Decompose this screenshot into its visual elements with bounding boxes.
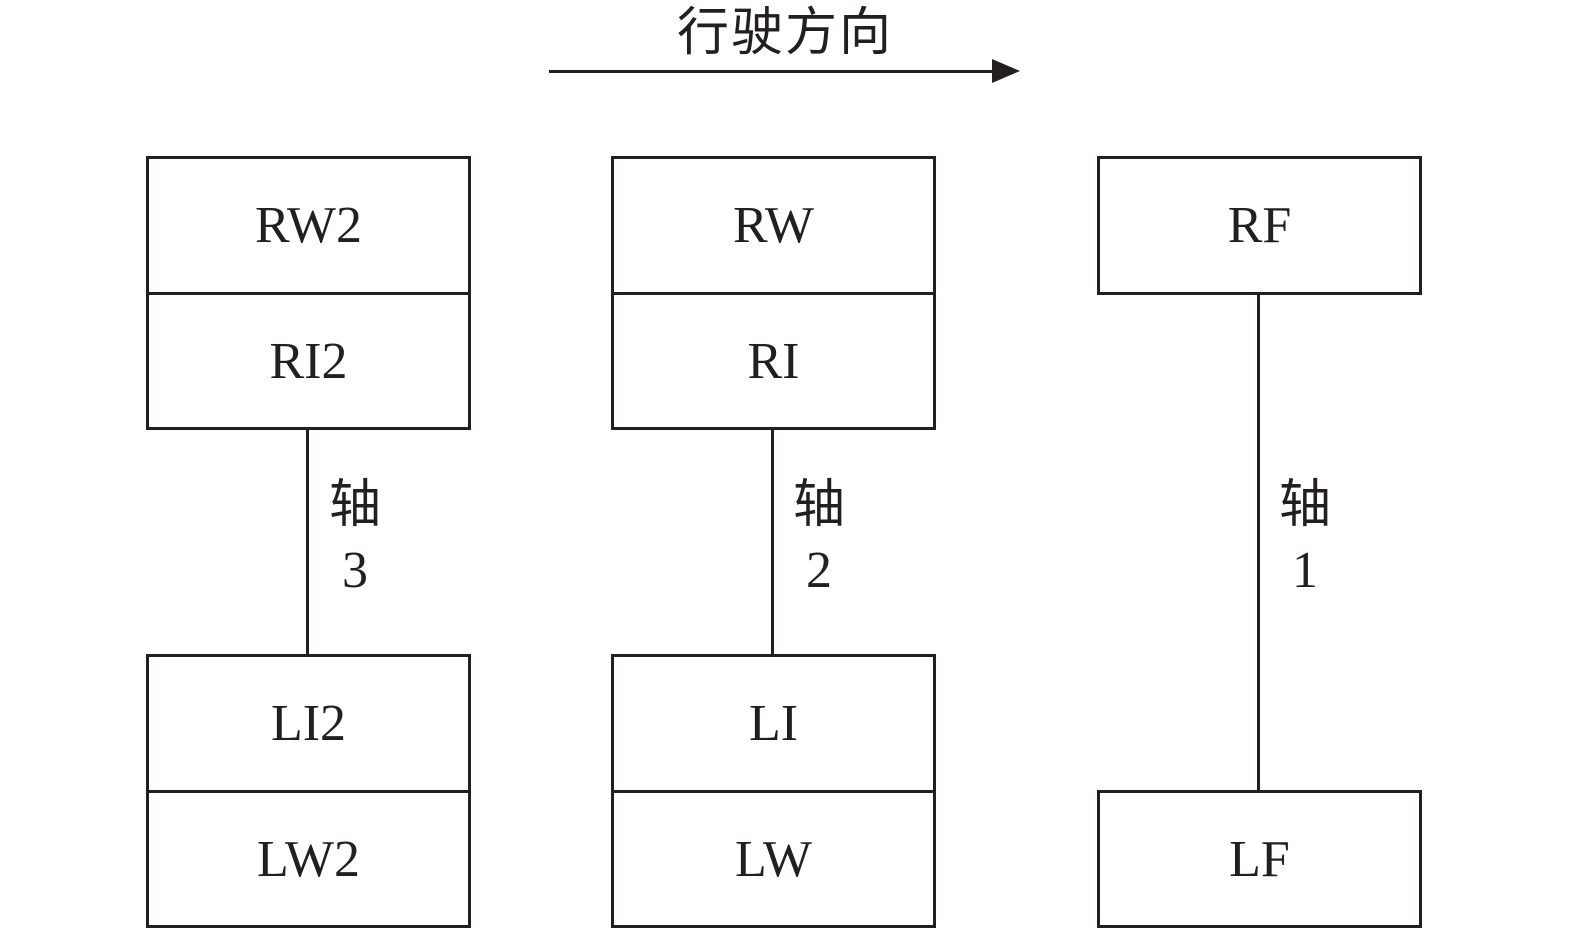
axle-2-label-number: 2 — [806, 542, 832, 599]
axle-1-line — [1257, 293, 1260, 792]
direction-label: 行驶方向 — [676, 3, 893, 63]
axle-1-label-prefix: 轴 — [1278, 475, 1331, 535]
axle-3-label-prefix: 轴 — [328, 475, 381, 535]
axle-2-label-prefix: 轴 — [792, 475, 845, 535]
axle-3-label-number: 3 — [342, 542, 368, 599]
axle-1-label: 轴 1 — [1265, 472, 1345, 604]
wheel-box-rw2: RW2 — [146, 156, 471, 295]
wheel-box-lw: LW — [611, 790, 936, 928]
axle-2-label: 轴 2 — [779, 472, 859, 604]
wheel-box-ri2: RI2 — [146, 292, 471, 430]
direction-arrow-shaft — [549, 70, 997, 73]
wheel-box-lf: LF — [1097, 790, 1422, 928]
axle-3-line — [306, 429, 309, 656]
wheel-box-li: LI — [611, 654, 936, 793]
wheel-box-rw: RW — [611, 156, 936, 295]
axle-2-line — [771, 429, 774, 656]
wheel-box-lw2: LW2 — [146, 790, 471, 928]
direction-arrow-head-icon — [992, 59, 1020, 83]
axle-3-label: 轴 3 — [315, 472, 395, 604]
wheel-box-ri: RI — [611, 292, 936, 430]
wheel-box-rf: RF — [1097, 156, 1422, 295]
wheel-box-li2: LI2 — [146, 654, 471, 793]
axle-1-label-number: 1 — [1292, 542, 1318, 599]
